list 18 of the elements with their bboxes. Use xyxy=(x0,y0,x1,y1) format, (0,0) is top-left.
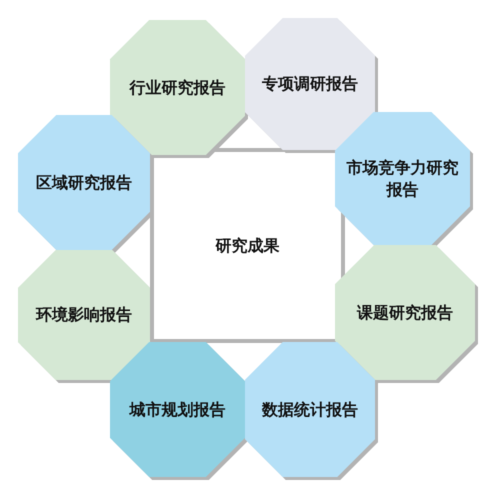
octagon xyxy=(335,245,478,383)
octagon xyxy=(245,18,378,153)
octagon xyxy=(245,342,378,480)
octagon xyxy=(18,115,153,253)
node-label: 数据统计报告 xyxy=(262,398,358,420)
octagon xyxy=(335,112,473,248)
node-label: 市场竞争力研究报告 xyxy=(346,156,458,200)
octagon xyxy=(110,20,248,158)
node-label: 专项调研报告 xyxy=(262,73,358,95)
node-label: 课题研究报告 xyxy=(357,302,453,324)
octagon xyxy=(110,342,248,480)
octagon xyxy=(18,250,153,383)
node-label: 城市规划报告 xyxy=(130,398,226,420)
node-label: 区域研究报告 xyxy=(36,172,132,194)
center-area xyxy=(150,148,345,343)
node-label: 环境影响报告 xyxy=(36,304,132,326)
node-label: 行业研究报告 xyxy=(130,76,226,98)
node-label: 研究成果 xyxy=(216,234,280,256)
